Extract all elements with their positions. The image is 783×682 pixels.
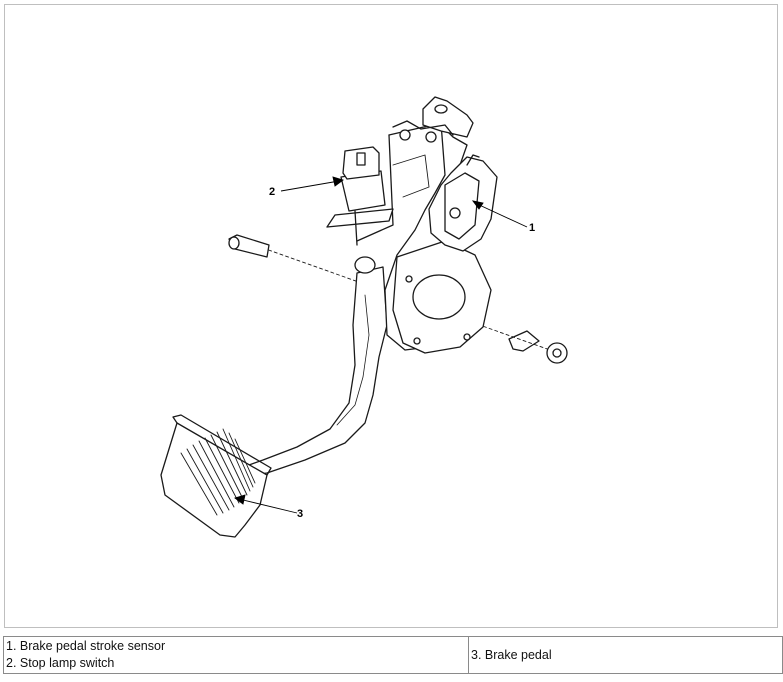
legend-table: 1. Brake pedal stroke sensor 2. Stop lam… [3, 636, 783, 674]
pedal-pad [160, 422, 268, 538]
leader-line-3 [238, 498, 298, 514]
stopper-pad [354, 256, 376, 274]
leader-line-1 [474, 202, 528, 228]
retaining-clip [508, 330, 540, 352]
legend-cell-right: 3. Brake pedal [468, 636, 783, 674]
mounting-bolt [399, 129, 411, 141]
callout-label-2: 2 [269, 186, 275, 198]
legend-item-1: 1. Brake pedal stroke sensor [6, 639, 166, 653]
diagram-frame: 1 2 3 [4, 4, 778, 628]
mounting-tab [422, 96, 474, 138]
stroke-sensor-housing [428, 156, 498, 252]
pedal-pad-ribs [180, 428, 256, 516]
legend-row: 1. Brake pedal stroke sensor 2. Stop lam… [3, 636, 783, 674]
callout-label-1: 1 [529, 222, 535, 234]
bracket-pivot-hole [412, 274, 466, 320]
mounting-bolt [425, 131, 437, 143]
callout-label-3: 3 [297, 508, 303, 520]
legend-item-3: 3. Brake pedal [471, 647, 552, 662]
legend-cell-left: 1. Brake pedal stroke sensor 2. Stop lam… [3, 636, 469, 674]
legend-item-2: 2. Stop lamp switch [6, 656, 115, 670]
leader-line-2 [280, 180, 340, 192]
pedal-arm [248, 266, 388, 476]
brake-pedal-assembly-diagram: 1 2 3 [160, 96, 568, 538]
